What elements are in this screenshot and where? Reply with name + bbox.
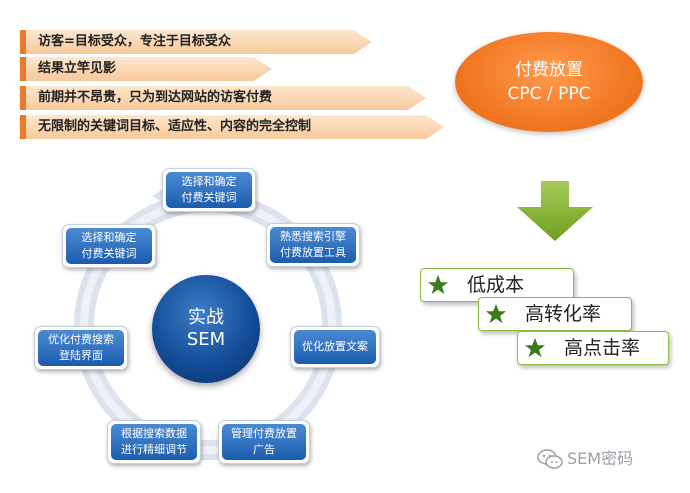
benefit-high-ctr: 高点击率 <box>517 331 669 365</box>
step-line1: 管理付费放置 <box>231 427 297 440</box>
step-line1: 根据搜索数据 <box>121 427 187 440</box>
step-line2: 付费关键词 <box>81 247 137 260</box>
cycle-step-learn-tools: 熟悉搜索引擎付费放置工具 <box>266 223 360 267</box>
center-line1: 实战 <box>188 307 224 328</box>
ellipse-line2: CPC / PPC <box>507 84 591 104</box>
step-line2: 付费放置工具 <box>280 246 346 259</box>
wechat-icon <box>537 449 563 469</box>
benefit-high-conversion: 高转化率 <box>478 297 632 331</box>
star-icon <box>427 274 449 295</box>
step-line1: 优化放置文案 <box>302 340 368 353</box>
step-line2: 登陆界面 <box>59 349 103 362</box>
watermark-text: SEM密码 <box>567 449 634 468</box>
cycle-step-select-keywords-2: 选择和确定付费关键词 <box>62 224 156 268</box>
down-arrow-icon <box>517 181 593 241</box>
banner-instant-results: 结果立竿见影 <box>20 57 272 81</box>
step-line1: 熟悉搜索引擎 <box>280 230 346 243</box>
benefit-label: 高转化率 <box>525 303 602 325</box>
step-line2: 广告 <box>253 443 275 456</box>
ppc-ellipse: 付费放置 CPC / PPC <box>455 32 643 132</box>
banner-full-control: 无限制的关键词目标、适应性、内容的完全控制 <box>20 115 444 139</box>
ellipse-line1: 付费放置 <box>515 60 583 80</box>
cycle-step-fine-tune: 根据搜索数据进行精细调节 <box>107 420 201 464</box>
step-line1: 选择和确定 <box>81 231 137 244</box>
cycle-step-manage-ads: 管理付费放置广告 <box>218 420 310 464</box>
center-line2: SEM <box>186 329 226 350</box>
step-line1: 优化付费搜索 <box>48 333 114 346</box>
step-line2: 付费关键词 <box>181 191 237 204</box>
step-line2: 进行精细调节 <box>121 443 187 456</box>
banner-audience: 访客=目标受众，专注于目标受众 <box>20 30 372 54</box>
star-icon <box>485 303 507 324</box>
benefit-label: 低成本 <box>467 274 525 296</box>
cycle-step-select-keywords: 选择和确定付费关键词 <box>162 168 256 212</box>
cycle-step-optimize-landing: 优化付费搜索登陆界面 <box>34 326 128 370</box>
banner-pay-per-visit: 前期并不昂贵，只为到达网站的访客付费 <box>20 86 426 110</box>
step-line1: 选择和确定 <box>181 175 237 188</box>
benefit-label: 高点击率 <box>564 337 641 359</box>
star-icon <box>524 337 546 358</box>
cycle-step-optimize-copy: 优化放置文案 <box>290 326 380 368</box>
watermark: SEM密码 <box>537 448 633 470</box>
center-circle: 实战 SEM <box>152 275 260 383</box>
